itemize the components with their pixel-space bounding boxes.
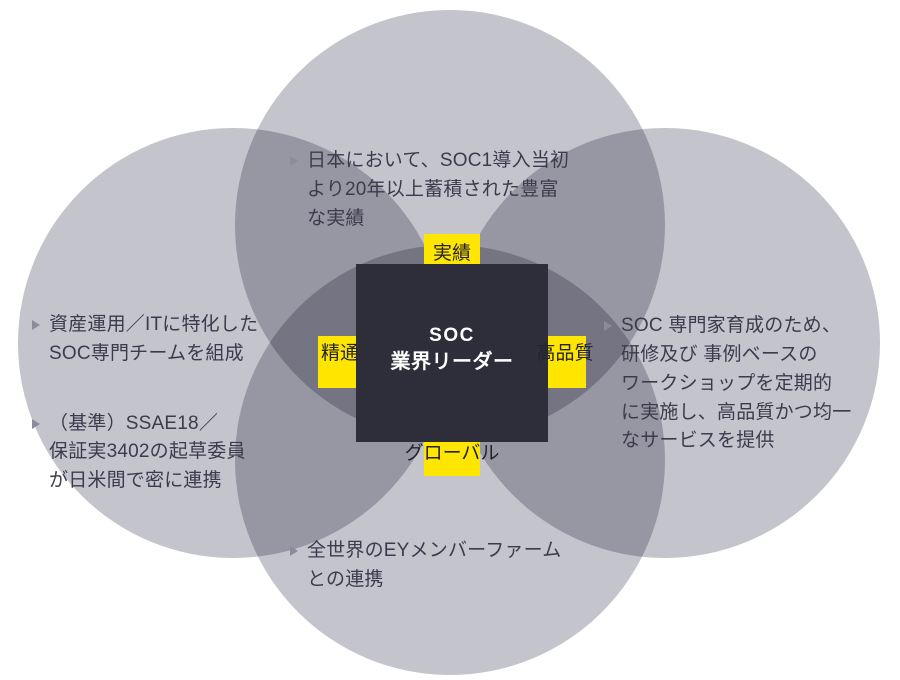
emblem-svg — [318, 234, 586, 476]
center-label-line1: SOC — [429, 325, 475, 346]
core-wedge-top — [356, 264, 548, 323]
label-right: 高品質 — [536, 343, 594, 364]
label-left: 精通 — [320, 343, 359, 364]
tab-bottom — [424, 438, 480, 476]
label-top: 実績 — [432, 243, 471, 264]
center-label: SOC 業界リーダー — [370, 324, 534, 375]
bullet-item: 日本において、SOC1導入当初 より20年以上蓄積された豊富 な実績 — [290, 147, 600, 234]
petal-text-bottom: 全世界のEYメンバーファーム との連携 — [290, 508, 610, 624]
core-wedge-bottom — [356, 383, 548, 442]
tab-left — [318, 336, 360, 388]
petal-text-top: 日本において、SOC1導入当初 より20年以上蓄積された豊富 な実績 — [290, 118, 600, 262]
tab-top — [424, 234, 480, 268]
center-emblem: 実績 精通 高品質 グローバル SOC 業界リーダー — [300, 228, 600, 488]
tab-right — [544, 336, 586, 388]
bullet-item: （基準）SSAE18／ 保証実3402の起草委員 が日米間で密に連携 — [32, 410, 307, 497]
bullet-triangle-icon — [290, 545, 298, 556]
bullet-text: 資産運用／ITに特化した SOC専門チームを組成 — [49, 313, 259, 364]
bullet-item: SOC 専門家育成のため、 研修及び 事例ベースの ワークショップを定期的 に実… — [604, 312, 889, 456]
center-label-line2: 業界リーダー — [390, 350, 514, 373]
bullet-triangle-icon — [290, 155, 298, 166]
bullet-text: 全世界のEYメンバーファーム との連携 — [307, 539, 562, 590]
bullet-text: （基準）SSAE18／ 保証実3402の起草委員 が日米間で密に連携 — [49, 412, 246, 492]
core-wedge-left — [356, 264, 418, 442]
bullet-item: 資産運用／ITに特化した SOC専門チームを組成 — [32, 311, 307, 369]
bullet-text: 日本において、SOC1導入当初 より20年以上蓄積された豊富 な実績 — [307, 149, 570, 229]
bullet-item: 全世界のEYメンバーファーム との連携 — [290, 537, 610, 595]
label-bottom: グローバル — [404, 443, 500, 464]
core-wedge-right — [486, 264, 548, 442]
bullet-triangle-icon — [32, 319, 40, 330]
bullet-triangle-icon — [604, 320, 612, 331]
bullet-triangle-icon — [32, 418, 40, 429]
bullet-text: SOC 専門家育成のため、 研修及び 事例ベースの ワークショップを定期的 に実… — [621, 314, 852, 452]
petal-text-right: SOC 専門家育成のため、 研修及び 事例ベースの ワークショップを定期的 に実… — [604, 283, 889, 485]
core-body — [414, 323, 490, 383]
petal-text-left: 資産運用／ITに特化した SOC専門チームを組成 （基準）SSAE18／ 保証実… — [32, 282, 307, 525]
